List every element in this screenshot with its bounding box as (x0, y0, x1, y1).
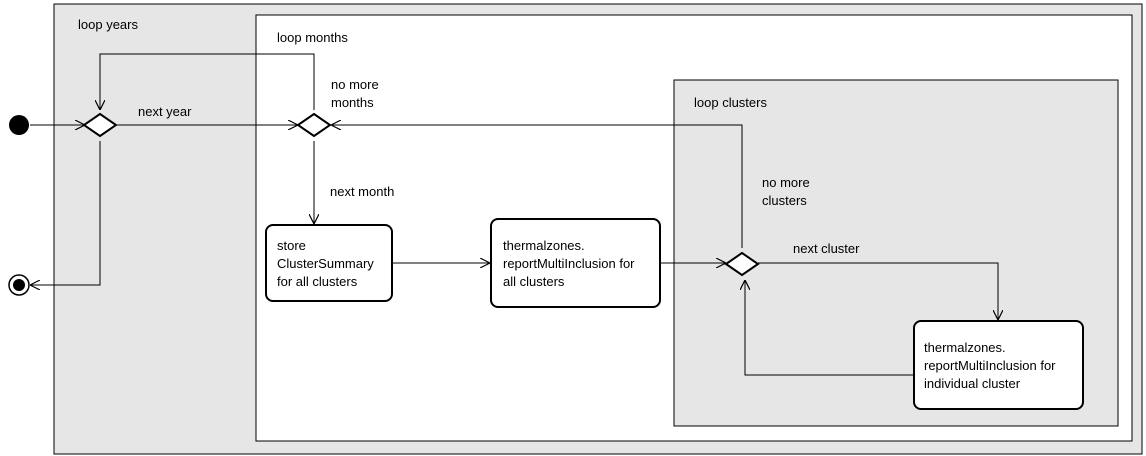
final-node (8, 274, 30, 296)
edge-label-no-more-clusters-1: no more (762, 175, 810, 190)
svg-text:thermalzones.: thermalzones. (924, 340, 1006, 355)
loop-years-label: loop years (78, 17, 138, 32)
edge-to-final (30, 141, 101, 285)
svg-text:for all clusters: for all clusters (277, 274, 358, 289)
svg-text:store: store (277, 238, 306, 253)
svg-text:ClusterSummary: ClusterSummary (277, 256, 374, 271)
decision-clusters (724, 251, 760, 277)
initial-node (9, 115, 29, 135)
edge-label-next-year: next year (138, 104, 192, 119)
edge-label-no-more-months-1: no more (331, 77, 379, 92)
edge-label-no-more-clusters-2: clusters (762, 193, 807, 208)
action-report-individual-cluster: thermalzones. reportMultiInclusion for i… (913, 320, 1084, 410)
svg-text:individual cluster: individual cluster (924, 376, 1021, 391)
svg-text:reportMultiInclusion for: reportMultiInclusion for (924, 358, 1056, 373)
edge-label-next-month: next month (330, 184, 394, 199)
svg-text:all clusters: all clusters (503, 274, 565, 289)
loop-clusters-label: loop clusters (694, 95, 767, 110)
action-report-all-clusters: thermalzones. reportMultiInclusion for a… (490, 218, 661, 308)
edge-next-cluster (758, 262, 998, 320)
edge-label-no-more-months-2: months (331, 95, 374, 110)
decision-months (296, 112, 332, 138)
loop-months-label: loop months (277, 30, 348, 45)
edge-month-loop-back (100, 53, 315, 110)
decision-years (82, 112, 118, 138)
edge-no-more-clusters (331, 125, 743, 248)
svg-text:thermalzones.: thermalzones. (503, 238, 585, 253)
edge-cluster-loop-back (745, 280, 913, 376)
edge-label-next-cluster: next cluster (793, 241, 860, 256)
action-store-cluster-summary: store ClusterSummary for all clusters (265, 224, 393, 302)
svg-text:reportMultiInclusion for: reportMultiInclusion for (503, 256, 635, 271)
